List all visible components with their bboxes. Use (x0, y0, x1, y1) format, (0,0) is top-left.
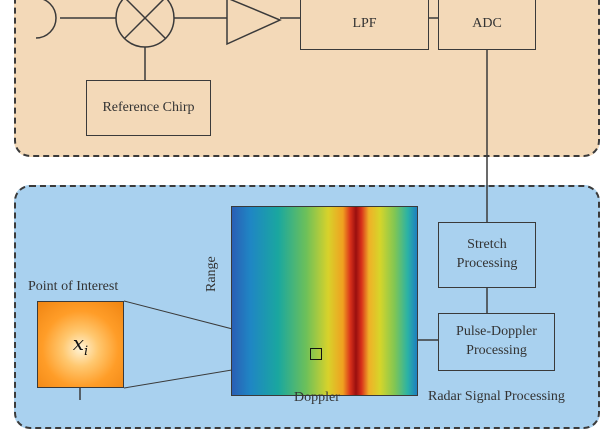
stretch-processing-block: Stretch Processing (438, 222, 536, 288)
amplifier-icon (226, 0, 282, 46)
adc-block: ADC (438, 0, 536, 50)
pulse-doppler-processing-block: Pulse-Doppler Processing (438, 313, 555, 371)
antenna-icon (35, 0, 57, 39)
poi-symbol: xi (72, 330, 89, 359)
range-doppler-map (231, 206, 418, 396)
adc-label: ADC (472, 15, 502, 31)
mixer-icon (115, 0, 175, 48)
poi-label: Point of Interest (28, 279, 119, 294)
reference-chirp-label: Reference Chirp (102, 99, 195, 115)
pulse-doppler-processing-label: Pulse-Doppler Processing (456, 324, 537, 358)
doppler-axis-label: Doppler (294, 390, 340, 405)
point-of-interest-box: xi (37, 301, 124, 388)
poi-marker (310, 348, 322, 360)
stretch-processing-label: Stretch Processing (456, 237, 518, 271)
section-title: Radar Signal Processing (428, 389, 565, 404)
lpf-block: LPF (300, 0, 429, 50)
lpf-label: LPF (352, 15, 377, 31)
reference-chirp-block: Reference Chirp (86, 80, 211, 136)
range-axis-label: Range (204, 256, 219, 292)
